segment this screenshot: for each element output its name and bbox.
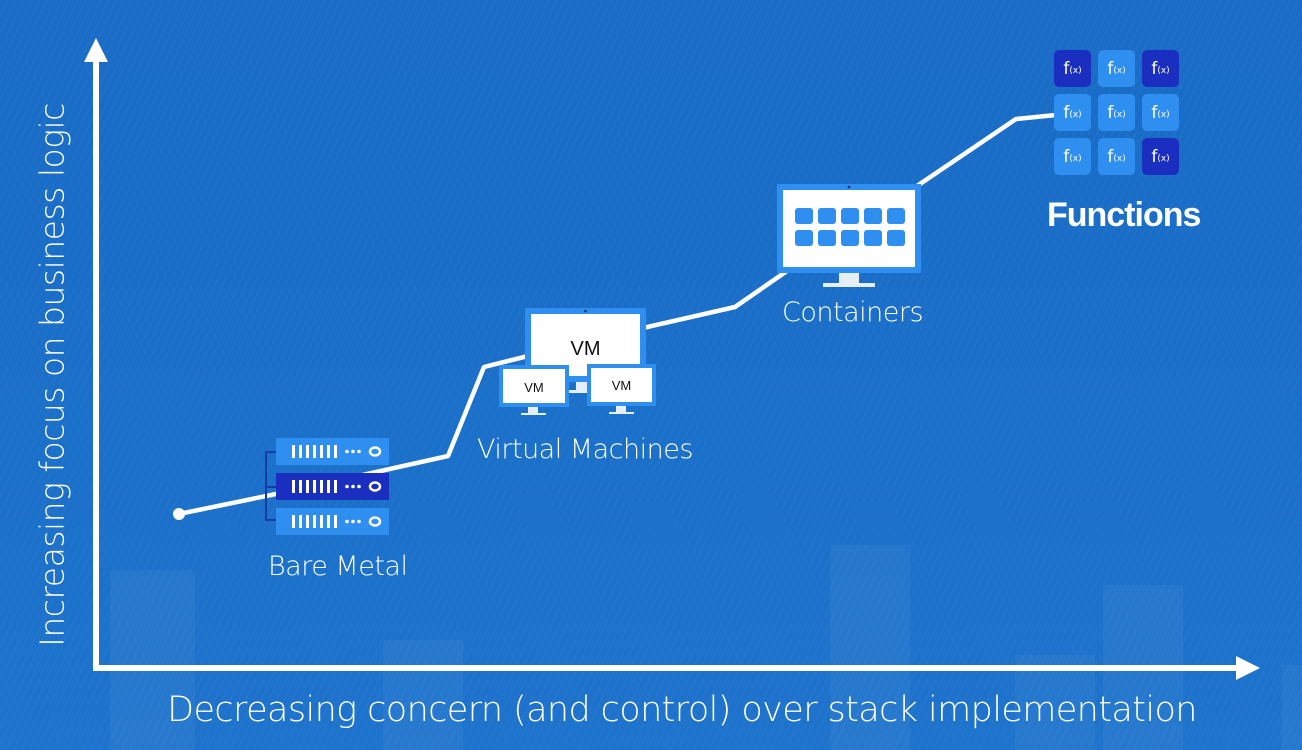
function-tile: f(x) [1054, 94, 1091, 131]
vm-left-label: VM [524, 380, 544, 395]
function-grid-icon: f(x)f(x)f(x)f(x)f(x)f(x)f(x)f(x)f(x) [1054, 50, 1180, 176]
virtual-machines-label: Virtual Machines [477, 434, 693, 465]
function-tile: f(x) [1098, 94, 1135, 131]
function-argument: (x) [1113, 65, 1126, 76]
function-tile: f(x) [1054, 138, 1091, 175]
function-argument: (x) [1157, 109, 1170, 120]
functions-label: Functions [1047, 196, 1201, 234]
function-symbol: f [1063, 102, 1070, 123]
function-symbol: f [1107, 58, 1114, 79]
start-point [173, 508, 185, 520]
function-symbol: f [1063, 58, 1070, 79]
function-tile: f(x) [1054, 50, 1091, 87]
function-argument: (x) [1069, 65, 1082, 76]
vm-right-label: VM [612, 378, 632, 393]
x-axis-label: Decreasing concern (and control) over st… [167, 690, 1197, 730]
virtual-machines-icon: VM VM VM [499, 308, 656, 415]
y-axis [84, 38, 108, 665]
function-tile: f(x) [1142, 50, 1179, 87]
function-symbol: f [1107, 102, 1114, 123]
y-axis-label: Increasing focus on business logic [32, 103, 72, 647]
function-argument: (x) [1113, 109, 1126, 120]
function-symbol: f [1151, 102, 1158, 123]
container-monitor-icon [777, 184, 921, 287]
function-symbol: f [1151, 58, 1158, 79]
containers-label: Containers [782, 297, 924, 328]
function-symbol: f [1063, 146, 1070, 167]
x-axis [93, 656, 1260, 680]
function-tile: f(x) [1142, 138, 1179, 175]
function-argument: (x) [1157, 65, 1170, 76]
function-argument: (x) [1069, 153, 1082, 164]
function-symbol: f [1107, 146, 1114, 167]
progression-line [176, 112, 1059, 517]
function-symbol: f [1151, 146, 1158, 167]
server-rack-icon [265, 438, 389, 535]
function-argument: (x) [1113, 153, 1126, 164]
function-argument: (x) [1157, 153, 1170, 164]
function-tile: f(x) [1098, 50, 1135, 87]
vm-main-label: VM [571, 338, 601, 360]
function-tile: f(x) [1098, 138, 1135, 175]
function-tile: f(x) [1142, 94, 1179, 131]
function-argument: (x) [1069, 109, 1082, 120]
bare-metal-label: Bare Metal [268, 551, 408, 582]
